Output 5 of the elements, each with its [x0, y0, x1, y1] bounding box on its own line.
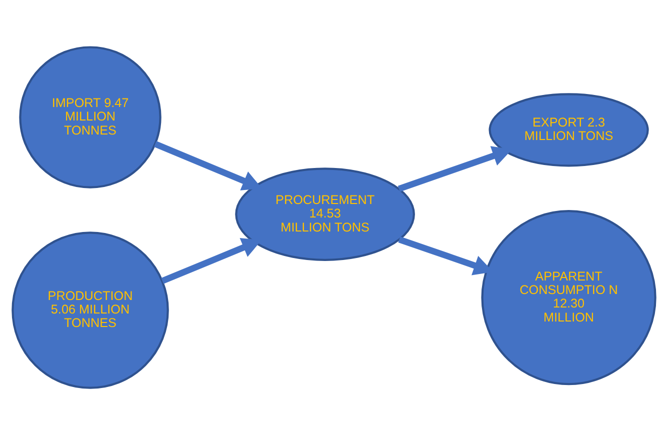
node-ellipse: PROCUREMENT 14.53 MILLION TONS	[235, 167, 415, 260]
node-circle: PRODUCTION 5.06 MILLION TONNES	[12, 231, 169, 388]
node-circle: APPARENT CONSUMPTIO N 12.30 MILLION	[481, 210, 656, 385]
node-circle: IMPORT 9.47 MILLION TONNES	[19, 46, 162, 188]
arrow	[398, 146, 512, 192]
